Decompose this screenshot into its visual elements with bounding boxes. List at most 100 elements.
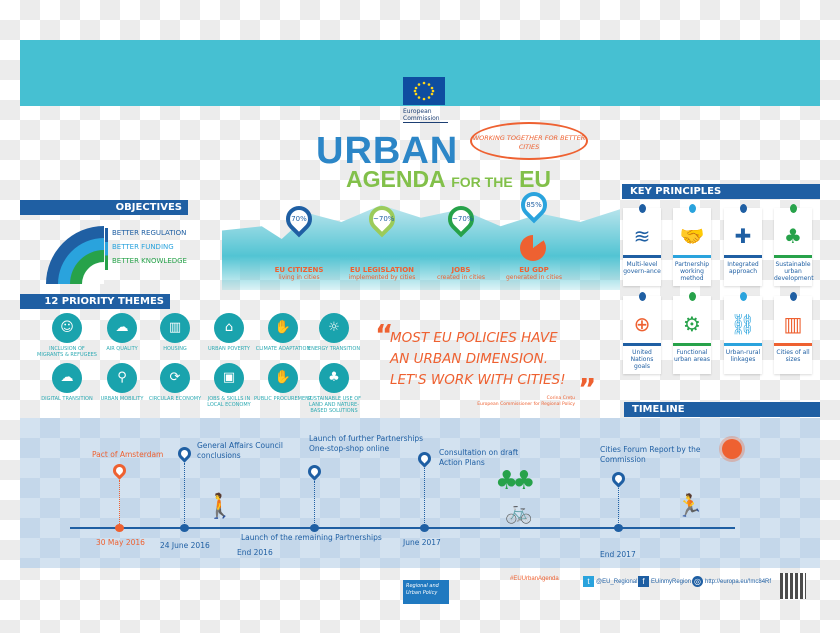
plug-icon: ☼ [319, 313, 349, 343]
event-date: June 2017 [403, 538, 441, 547]
globe-icon: ◎ [692, 576, 703, 587]
twitter-handle: @EU_Regional [596, 579, 638, 586]
objectives-bar [105, 228, 108, 270]
tree-bench-icon: ♣ [319, 363, 349, 393]
author-name: Corina Crețu [546, 396, 575, 401]
cloud-icon: ☁ [107, 313, 137, 343]
globe-icon: ⊕ [633, 312, 651, 336]
quote-line: MOST EU POLICIES HAVE [390, 330, 558, 346]
theme-label: AIR QUALITY [106, 346, 138, 352]
event-date: 30 May 2016 [96, 538, 145, 547]
stat-value: ~70% [373, 215, 395, 223]
theme-procurement: ✋PUBLIC PROCUREMENT [253, 363, 313, 402]
principle-functional: ⚙ Functional urban areas [673, 292, 711, 374]
stat-value: 70% [291, 215, 307, 223]
timeline-dot [310, 524, 319, 532]
pin-icon: 70% [280, 200, 318, 238]
timeline-band [20, 418, 820, 568]
quote-line: AN URBAN DIMENSION. [390, 351, 548, 367]
running-person-icon: 🏃 [676, 494, 704, 519]
qr-code[interactable] [780, 573, 806, 599]
theme-label: PUBLIC PROCUREMENT [254, 396, 312, 402]
timeline-dot [180, 524, 189, 532]
event-title: Cities Forum Report by the Commission [600, 445, 701, 464]
facebook-icon: f [638, 576, 649, 587]
theme-label: INCLUSION OF MIGRANTS & REFUGEES [37, 346, 97, 358]
stat-sub: living in cities [278, 274, 320, 281]
theme-housing: ▥ HOUSING [145, 313, 205, 352]
bag-icon: ▣ [214, 363, 244, 393]
stat-title: EU LEGISLATION [349, 266, 415, 274]
title-agenda: AGENDA FOR THE EU [346, 166, 551, 193]
objective-funding: BETTER FUNDING [112, 243, 174, 251]
stat-value: ~70% [452, 215, 474, 223]
org-name: European Commission [403, 108, 448, 123]
stat-sub: created in cities [437, 274, 485, 281]
theme-label: URBAN MOBILITY [100, 396, 144, 402]
open-quote-icon: “ [375, 318, 394, 351]
principle-multilevel: ≋Multi-level govern-ance [623, 204, 661, 286]
theme-climate: ✋CLIMATE ADAPTATION [253, 313, 313, 352]
website-link[interactable]: ◎http://europa.eu/!mc84Rf [692, 576, 771, 587]
principle-label: Functional urban areas [674, 349, 710, 363]
quote-line: LET'S WORK WITH CITIES! [390, 372, 566, 388]
principle-label: Urban-rural linkages [725, 349, 761, 363]
principle-integrated: ✚Integrated approach [724, 204, 762, 286]
theme-land-use: ♣SUSTAINABLE USE OF LAND AND NATURE-BASE… [304, 363, 364, 414]
handshake-icon: 🤝 [679, 224, 705, 248]
theme-label: HOUSING [163, 346, 187, 352]
theme-label: CLIMATE ADAPTATION [255, 346, 311, 352]
theme-energy: ☼ ENERGY TRANSITION [304, 313, 364, 352]
quote: MOST EU POLICIES HAVE AN URBAN DIMENSION.… [390, 328, 566, 391]
gears-icon: ⚙ [683, 312, 701, 336]
hashtag-link[interactable]: #EUUrbanAgenda [510, 576, 559, 582]
theme-jobs: ▣ JOBS & SKILLS IN LOCAL ECONOMY [199, 363, 259, 408]
timeline-stem [618, 488, 619, 525]
timeline-stem [184, 463, 185, 525]
tree-icon: ♣ [784, 224, 802, 248]
walking-person-icon: 🚶 [205, 492, 235, 520]
objective-regulation: BETTER REGULATION [112, 229, 187, 237]
event-title: Launch of further Partnerships One-stop-… [309, 434, 424, 453]
principle-label: Integrated approach [727, 261, 759, 275]
theme-air-quality: ☁ AIR QUALITY [92, 313, 152, 352]
stat-sub: implemented by cities [348, 274, 416, 281]
regional-policy-badge: Regional and Urban Policy [403, 580, 449, 604]
twitter-link[interactable]: t@EU_Regional [583, 576, 637, 587]
building-icon: ▥ [160, 313, 190, 343]
title-urban: URBAN [316, 130, 459, 172]
author-role: European Commissioner for Regional Polic… [477, 402, 575, 407]
event-title: Launch of the remaining Partnerships [241, 533, 382, 542]
principle-label: Multi-level govern-ance [623, 261, 661, 275]
link-icon: ⛓ [730, 312, 756, 336]
theme-mobility: ⚲ URBAN MOBILITY [92, 363, 152, 402]
timeline-stem [314, 481, 315, 525]
event-title: General Affairs Council conclusions [197, 441, 283, 460]
principle-partnership: 🤝Partnership working method [673, 204, 711, 286]
timeline-dot [614, 524, 623, 532]
principle-label: Sustainable urban development [774, 261, 814, 282]
themes-heading: 12 PRIORITY THEMES [20, 294, 170, 309]
buildings-icon: ▥ [783, 312, 803, 336]
timeline-heading: TIMELINE [624, 402, 820, 417]
facebook-handle: EUinmyRegion [651, 579, 692, 586]
pin-icon: 85% [515, 186, 553, 224]
theme-circular: ⟳CIRCULAR ECONOMY [145, 363, 205, 402]
website-url: http://europa.eu/!mc84Rf [705, 579, 772, 586]
people-icon: ☺ [52, 313, 82, 343]
event-title: Consultation on draft Action Plans [439, 448, 519, 467]
cloud-digital-icon: ☁ [52, 363, 82, 393]
location-pins-icon: ⚲ [107, 363, 137, 393]
stat-title: EU CITIZENS [274, 266, 324, 274]
theme-label: JOBS & SKILLS IN LOCAL ECONOMY [207, 396, 251, 408]
pin-icon: ~70% [442, 200, 480, 238]
theme-label: ENERGY TRANSITION [307, 346, 361, 352]
title-for-the: FOR THE [451, 174, 513, 190]
pin-icon: ~70% [363, 200, 401, 238]
